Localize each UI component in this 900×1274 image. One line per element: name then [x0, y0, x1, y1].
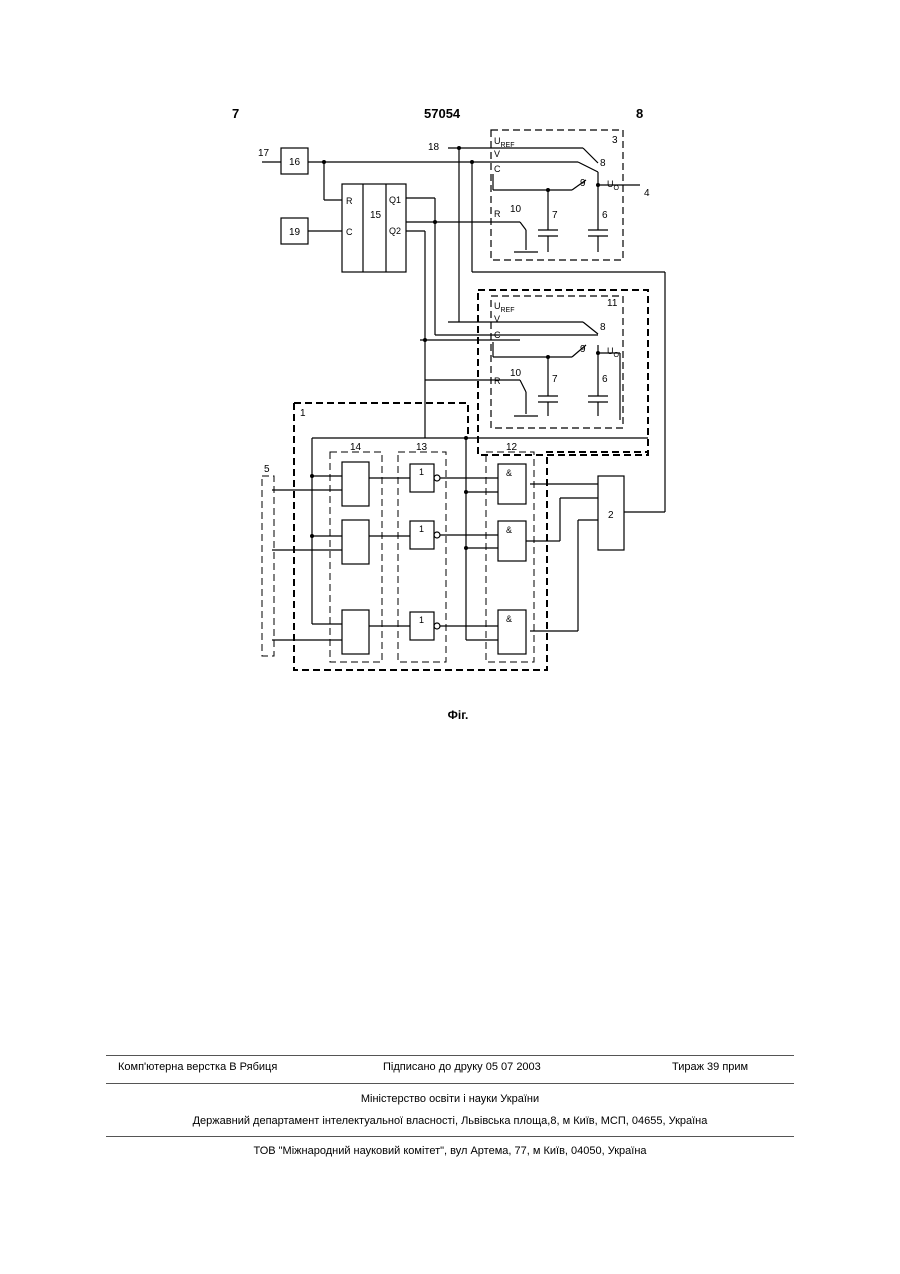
and-label-3: & [506, 614, 512, 624]
footer-divider-3 [106, 1136, 794, 1137]
label-1: 1 [300, 408, 306, 419]
footer-divider-2 [106, 1083, 794, 1084]
label-9b: 9 [580, 344, 586, 355]
pin-q2: Q2 [389, 226, 401, 236]
pin-r-block11: R [494, 376, 501, 386]
label-11: 11 [607, 298, 618, 309]
pin-v-block11: V [494, 314, 500, 324]
pin-r-block3: R [494, 209, 501, 219]
pin-v: V [494, 149, 500, 159]
block-1-inner-outline [478, 290, 648, 455]
pin-uo-block11: UO [607, 346, 620, 359]
label-7: 7 [552, 210, 558, 221]
footer-divider-1 [106, 1055, 794, 1056]
label-9: 9 [580, 178, 586, 189]
label-4: 4 [644, 188, 650, 199]
pin-c-block3: C [494, 164, 501, 174]
label-5: 5 [264, 464, 270, 475]
pin-uref-block11: UREF [494, 301, 515, 314]
pin-c: C [346, 227, 353, 237]
label-13: 13 [416, 442, 428, 453]
not-label-3: 1 [419, 615, 424, 625]
label-7b: 7 [552, 374, 558, 385]
label-19: 19 [289, 227, 301, 238]
label-14: 14 [350, 442, 362, 453]
circuit-diagram: 1 2 3 4 5 6 7 8 9 10 11 12 13 14 15 16 1… [0, 0, 900, 700]
block-14-cell-2 [342, 520, 369, 564]
label-16: 16 [289, 157, 301, 168]
label-3: 3 [612, 135, 618, 146]
pin-c-block11: C [494, 330, 501, 340]
label-8: 8 [600, 158, 606, 169]
label-10: 10 [510, 204, 522, 215]
footer-company: ТОВ "Міжнародний науковий комітет", вул … [0, 1145, 900, 1157]
not-label-2: 1 [419, 524, 424, 534]
block-14-cell-3 [342, 610, 369, 654]
footer-signed: Підписано до друку 05 07 2003 [383, 1061, 541, 1073]
label-6b: 6 [602, 374, 608, 385]
pin-uref: UREF [494, 136, 515, 149]
block-14-outline [330, 452, 382, 662]
footer-layout: Комп'ютерна верстка В Рябиця [118, 1061, 277, 1073]
block-5-outline [262, 476, 274, 656]
label-8b: 8 [600, 322, 606, 333]
block-13-outline [398, 452, 446, 662]
block-14-cell-1 [342, 462, 369, 506]
label-10b: 10 [510, 368, 522, 379]
and-label-2: & [506, 525, 512, 535]
not-label-1: 1 [419, 467, 424, 477]
figure-caption: Фіг. [0, 708, 900, 722]
pin-r: R [346, 196, 353, 206]
block-3-outline [491, 130, 623, 260]
and-label-1: & [506, 468, 512, 478]
block-12-outline [486, 452, 534, 662]
footer-ministry: Міністерство освіти і науки України [0, 1093, 900, 1105]
label-17: 17 [258, 148, 270, 159]
pin-q1: Q1 [389, 195, 401, 205]
block-1-outline [294, 403, 648, 670]
pin-uo: UO [607, 179, 620, 192]
label-15: 15 [370, 210, 382, 221]
footer-circulation: Тираж 39 прим [672, 1061, 748, 1073]
label-6: 6 [602, 210, 608, 221]
footer-department: Державний департамент інтелектуальної вл… [0, 1115, 900, 1127]
label-18: 18 [428, 142, 440, 153]
label-12: 12 [506, 442, 518, 453]
label-2: 2 [608, 510, 614, 521]
block-11-outline [491, 296, 623, 428]
